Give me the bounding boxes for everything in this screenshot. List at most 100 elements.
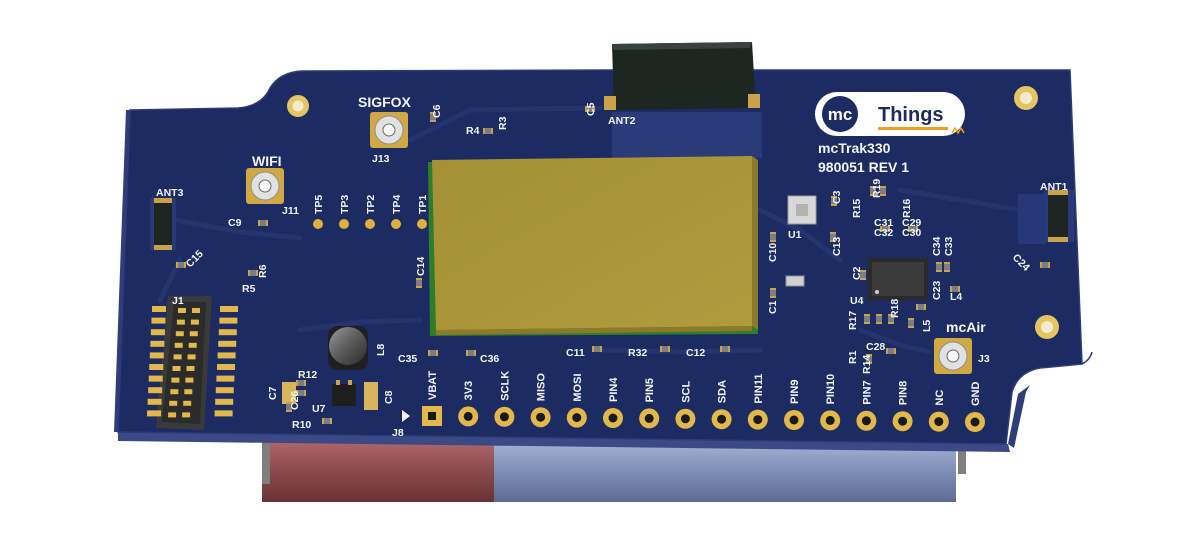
j3-label: J3: [978, 353, 990, 365]
header-pin-label: MOSI: [572, 373, 584, 401]
smd-body: [298, 390, 304, 396]
ref-label-c11: C11: [566, 347, 585, 359]
board-revision-label: 980051 REV 1: [818, 159, 909, 175]
ref-label-c26: C26: [289, 391, 301, 410]
smd-body: [416, 280, 422, 286]
j1-pins: [147, 306, 238, 418]
j1-pin: [170, 389, 179, 395]
header-pad-hole: [499, 412, 509, 422]
ant3-chip-antenna: [150, 198, 176, 250]
c7-capacitor: [282, 382, 296, 404]
header-pad-hole: [463, 411, 473, 421]
header-pin-label: SCL: [680, 381, 692, 403]
j1-pin: [192, 308, 200, 313]
u1-sensor: [787, 195, 817, 225]
header-pad-hole: [536, 412, 546, 422]
header-pad-hole: [934, 417, 944, 427]
smd-body: [430, 114, 436, 120]
test-point-label: TP1: [417, 195, 429, 214]
ant1-label: ANT1: [1040, 181, 1068, 193]
sigfox-label: SIGFOX: [358, 94, 412, 110]
test-point-label: TP2: [365, 195, 377, 214]
j1-side-pad: [148, 387, 163, 394]
mcair-label: mcAir: [946, 319, 986, 335]
j1-side-pad: [220, 306, 238, 312]
header-pin-label: NC: [934, 390, 946, 406]
smd-body: [864, 316, 870, 322]
ref-label-r5: R5: [242, 283, 256, 295]
ant2-label: ANT2: [608, 115, 636, 127]
test-point-label: TP5: [313, 195, 325, 214]
smd-body: [880, 188, 886, 194]
header-pad-hole: [608, 413, 618, 423]
ref-label-c14: C14: [415, 257, 427, 276]
j1-pin: [186, 366, 195, 371]
header-pad-hole: [753, 415, 763, 425]
header-pin-label: PIN5: [644, 378, 656, 402]
smd-body: [594, 346, 600, 352]
smd-body: [936, 264, 942, 270]
smd-body: [831, 198, 837, 204]
smd-body: [888, 348, 894, 354]
header-pin-label: PIN7: [861, 380, 873, 404]
ref-label-c35: C35: [398, 353, 417, 365]
header-pin-label: PIN11: [753, 374, 765, 404]
mounting-holes: [287, 86, 1059, 339]
ref-label-c13: C13: [831, 237, 843, 256]
j8-label: J8: [392, 427, 404, 439]
smd-body: [910, 226, 916, 232]
wifi-ufl-connector: [246, 168, 284, 204]
u4-ic: [868, 258, 928, 300]
ref-label-r18: R18: [889, 299, 901, 318]
board-edge-left: [114, 110, 130, 432]
smd-body: [944, 264, 950, 270]
j1-pin: [182, 412, 191, 418]
smd-body: [870, 188, 876, 194]
ref-label-r15: R15: [851, 199, 863, 218]
mcthings-logo: mc Things: [815, 92, 965, 136]
j1-label: J1: [172, 295, 184, 307]
c8-capacitor: [364, 382, 378, 410]
pin1-marker: [402, 410, 410, 422]
ref-label-r4: R4: [466, 125, 480, 137]
j1-side-pad: [150, 329, 165, 336]
ref-label-r19: R19: [871, 179, 883, 198]
logo-things-text: Things: [878, 104, 944, 126]
header-pin-label: 3V3: [463, 381, 475, 401]
header-pin-label: PIN4: [608, 377, 620, 402]
j1-pin: [178, 308, 186, 313]
smd-body: [260, 220, 266, 226]
j1-side-pad: [215, 398, 234, 405]
smd-body: [866, 356, 872, 362]
j11-label: J11: [282, 205, 299, 217]
j1-pin: [172, 366, 181, 371]
ref-label-c33: C33: [943, 237, 955, 256]
ref-label-r14: R14: [861, 355, 873, 374]
smd-body: [286, 404, 292, 410]
j1-side-pad: [218, 340, 237, 347]
smd-body: [830, 234, 836, 240]
test-point-label: TP4: [391, 195, 403, 214]
ref-label-l4: L4: [950, 291, 962, 303]
header-pin-label: PIN10: [825, 374, 837, 405]
ref-label-r3: R3: [497, 116, 509, 130]
ref-label-c5: C5: [585, 102, 597, 116]
ref-label-c34: C34: [931, 237, 943, 256]
smd-body: [882, 226, 888, 232]
ref-label-c1: C1: [767, 300, 779, 314]
wifi-label: WIFI: [252, 153, 282, 169]
j1-side-pad: [147, 410, 162, 417]
j1-pin: [173, 354, 182, 360]
smd-body: [430, 350, 436, 356]
smd-body: [485, 128, 491, 134]
smd-body: [770, 290, 776, 296]
j1-side-pad: [151, 317, 166, 324]
j1-pin: [176, 319, 185, 325]
ref-label-c31: C31: [874, 217, 893, 229]
board-model-label: mcTrak330: [818, 140, 891, 156]
j1-side-pad: [150, 340, 165, 347]
smd-body: [324, 418, 330, 424]
j1-pin: [187, 354, 196, 360]
